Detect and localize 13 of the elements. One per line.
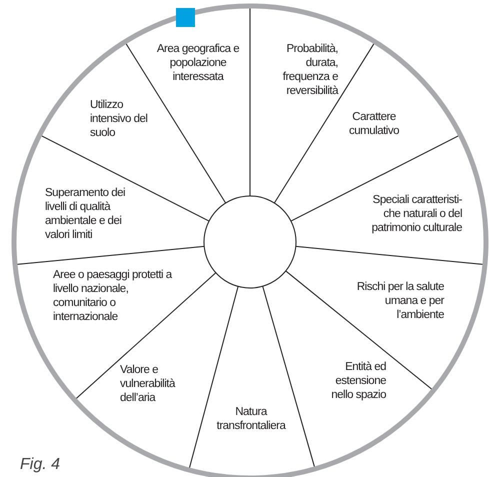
sector-label: Valore e vulnerabilità dell’aria bbox=[120, 363, 176, 405]
sector-label: Area geografica e popolazione interessata bbox=[156, 42, 240, 84]
sector-label: Carattere cumulativo bbox=[348, 110, 400, 138]
sector-label: Utilizzo intensivo del suolo bbox=[90, 98, 148, 140]
figure-caption: Fig. 4 bbox=[20, 456, 60, 474]
sector-label: Probabilità, durata, frequenza e reversibilità bbox=[282, 42, 338, 98]
sector-label: Speciali caratteristi-che naturali o del patrimonio culturale bbox=[370, 193, 462, 235]
sector-label: Natura transfrontaliera bbox=[216, 405, 287, 433]
sector-label: Superamento dei livelli di qualità ambientale e dei valori limiti bbox=[45, 186, 126, 242]
sector-label: Entità ed estensione nello spazio bbox=[330, 360, 386, 402]
hub-circle bbox=[204, 196, 296, 288]
sector-label: Rischi per la salute umana e per l’ambiente bbox=[356, 280, 444, 322]
sector-label: Aree o paesaggi protetti a livello nazionale, comunitario o internazionale bbox=[53, 268, 174, 324]
